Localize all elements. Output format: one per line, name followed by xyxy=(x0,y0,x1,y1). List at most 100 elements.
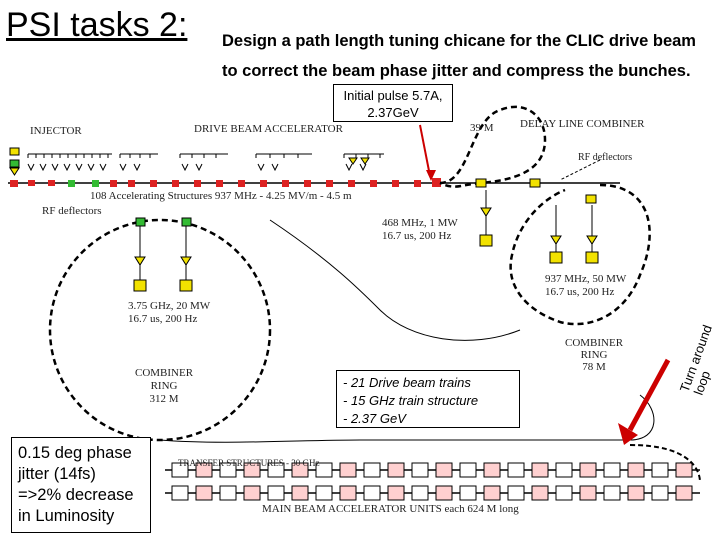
left-combiner-ring xyxy=(48,218,272,442)
initial-pulse-arrowhead xyxy=(426,170,436,181)
return-line xyxy=(159,394,655,443)
label-klystron-937: 937 MHz, 50 MW 16.7 us, 200 Hz xyxy=(545,273,626,299)
combiner-right-line-1: COMBINER xyxy=(565,337,624,349)
trains-line: - 2.37 GeV xyxy=(343,411,406,426)
main-beam-unit-block xyxy=(267,462,285,478)
label-klystron-468: 468 MHz, 1 MW 16.7 us, 200 Hz xyxy=(382,217,458,243)
initial-pulse-arrow xyxy=(419,124,431,177)
klystron-468 xyxy=(479,190,493,247)
label-rf-deflectors-left: RF deflectors xyxy=(42,205,102,217)
label-combiner-ring-left: COMBINER RING 312 M xyxy=(135,367,193,406)
subtitle: Design a path length tuning chicane for … xyxy=(222,26,696,86)
main-beam-unit-block xyxy=(219,462,237,478)
klystron-937-line-1: 937 MHz, 50 MW xyxy=(545,273,627,285)
right-combiner-ring xyxy=(509,183,651,326)
label-delay-39m: 39 M xyxy=(470,122,494,134)
label-klystron-375: 3.75 GHz, 20 MW 16.7 us, 200 Hz xyxy=(128,300,210,326)
transfer-line-curve xyxy=(269,219,521,341)
subtitle-line-2: to correct the beam phase jitter and com… xyxy=(222,62,691,80)
initial-pulse-line-2: 2.37GeV xyxy=(367,105,419,120)
main-beam-unit-block xyxy=(315,485,333,501)
main-beam-unit-block xyxy=(531,485,549,501)
main-beam-unit-block xyxy=(387,462,405,478)
jitter-line: 0.15 deg phase xyxy=(18,444,132,462)
main-beam-unit-block xyxy=(627,462,645,478)
main-beam-unit-block xyxy=(579,462,597,478)
initial-pulse-callout: Initial pulse 5.7A, 2.37GeV xyxy=(333,84,453,122)
klystron-937-line-2: 16.7 us, 200 Hz xyxy=(545,286,615,298)
main-beam-unit-block xyxy=(627,485,645,501)
main-beam-unit-block xyxy=(651,485,669,501)
label-main-beam: MAIN BEAM ACCELERATOR UNITS each 624 M l… xyxy=(262,503,519,515)
turn-around-arrowhead xyxy=(618,423,638,445)
main-beam-unit-block xyxy=(603,485,621,501)
main-beam-unit-block xyxy=(531,462,549,478)
turn-around-arrow xyxy=(627,358,671,432)
delay-magnet-3 xyxy=(585,194,597,204)
klystron-937 xyxy=(549,205,599,264)
main-beam-unit-block xyxy=(507,485,525,501)
main-beam-unit-block xyxy=(267,485,285,501)
main-beam-unit-block xyxy=(363,462,381,478)
main-beam-unit-block xyxy=(171,462,189,478)
main-beam-unit-block xyxy=(387,485,405,501)
main-beam-unit-block xyxy=(459,485,477,501)
initial-pulse-line-1: Initial pulse 5.7A, xyxy=(343,88,443,103)
main-beam-unit-block xyxy=(555,485,573,501)
klystron-375 xyxy=(133,217,193,292)
main-beam-unit-block xyxy=(483,462,501,478)
main-beam-unit-block xyxy=(579,485,597,501)
main-beam-unit-block xyxy=(507,462,525,478)
jitter-line: =>2% decrease xyxy=(18,486,134,504)
subtitle-line-1: Design a path length tuning chicane for … xyxy=(222,32,696,50)
delay-magnet-2 xyxy=(529,178,541,188)
drive-beam-trains-callout: - 21 Drive beam trains - 15 GHz train st… xyxy=(336,370,520,428)
label-rf-deflectors-top: RF deflectors xyxy=(578,152,633,163)
combiner-right-line-3: 78 M xyxy=(582,361,606,373)
main-beam-unit-block xyxy=(219,485,237,501)
main-beam-unit-block xyxy=(291,462,309,478)
main-beam-unit-block xyxy=(195,462,213,478)
combiner-left-line-1: COMBINER xyxy=(135,367,194,379)
beamline-quadrupoles xyxy=(110,178,441,187)
main-beam-unit-block xyxy=(291,485,309,501)
main-beam-unit-block xyxy=(603,462,621,478)
combiner-left-line-2: RING xyxy=(150,380,178,392)
label-transfer-structures: TRANSFER STRUCTURES - 30 GHz xyxy=(178,458,320,468)
delay-line-loop xyxy=(439,105,547,188)
label-delay-line-combiner: DELAY LINE COMBINER xyxy=(520,118,645,130)
trains-line: - 15 GHz train structure xyxy=(343,393,479,408)
phase-jitter-callout: 0.15 deg phase jitter (14fs) =>2% decrea… xyxy=(11,437,151,533)
label-combiner-ring-right: COMBINER RING 78 M xyxy=(565,337,623,373)
main-beam-unit-block xyxy=(339,485,357,501)
trains-line: - 21 Drive beam trains xyxy=(343,375,471,390)
main-beam-units xyxy=(171,462,693,501)
main-beam-unit-block xyxy=(435,462,453,478)
main-beam-unit-block xyxy=(339,462,357,478)
klystron-468-line-2: 16.7 us, 200 Hz xyxy=(382,230,452,242)
main-beam-unit-block xyxy=(483,485,501,501)
label-injector: INJECTOR xyxy=(30,125,82,137)
combiner-right-line-2: RING xyxy=(580,349,608,361)
label-drive-beam-accelerator: DRIVE BEAM ACCELERATOR xyxy=(194,123,343,135)
delay-magnet-1 xyxy=(475,178,487,188)
main-beam-unit-block xyxy=(675,485,693,501)
accelerator-yellow-klystrons xyxy=(348,157,370,165)
main-beam-unit-block xyxy=(555,462,573,478)
main-beam-unit-block xyxy=(411,485,429,501)
page-title: PSI tasks 2: xyxy=(6,6,188,44)
turn-around-loop xyxy=(629,444,701,483)
main-beam-unit-block xyxy=(459,462,477,478)
klystron-375-line-1: 3.75 GHz, 20 MW xyxy=(128,300,211,312)
main-beam-unit-block xyxy=(195,485,213,501)
jitter-line: in Luminosity xyxy=(18,507,115,525)
klystron-375-line-2: 16.7 us, 200 Hz xyxy=(128,313,198,325)
main-beam-unit-block xyxy=(675,462,693,478)
main-beam-unit-block xyxy=(243,485,261,501)
main-beam-unit-block xyxy=(243,462,261,478)
turn-around-label: Turn around loop xyxy=(677,323,715,397)
klystron-468-line-1: 468 MHz, 1 MW xyxy=(382,217,458,229)
main-beam-unit-block xyxy=(171,485,189,501)
jitter-line: jitter (14fs) xyxy=(18,465,96,483)
main-beam-unit-block xyxy=(363,485,381,501)
